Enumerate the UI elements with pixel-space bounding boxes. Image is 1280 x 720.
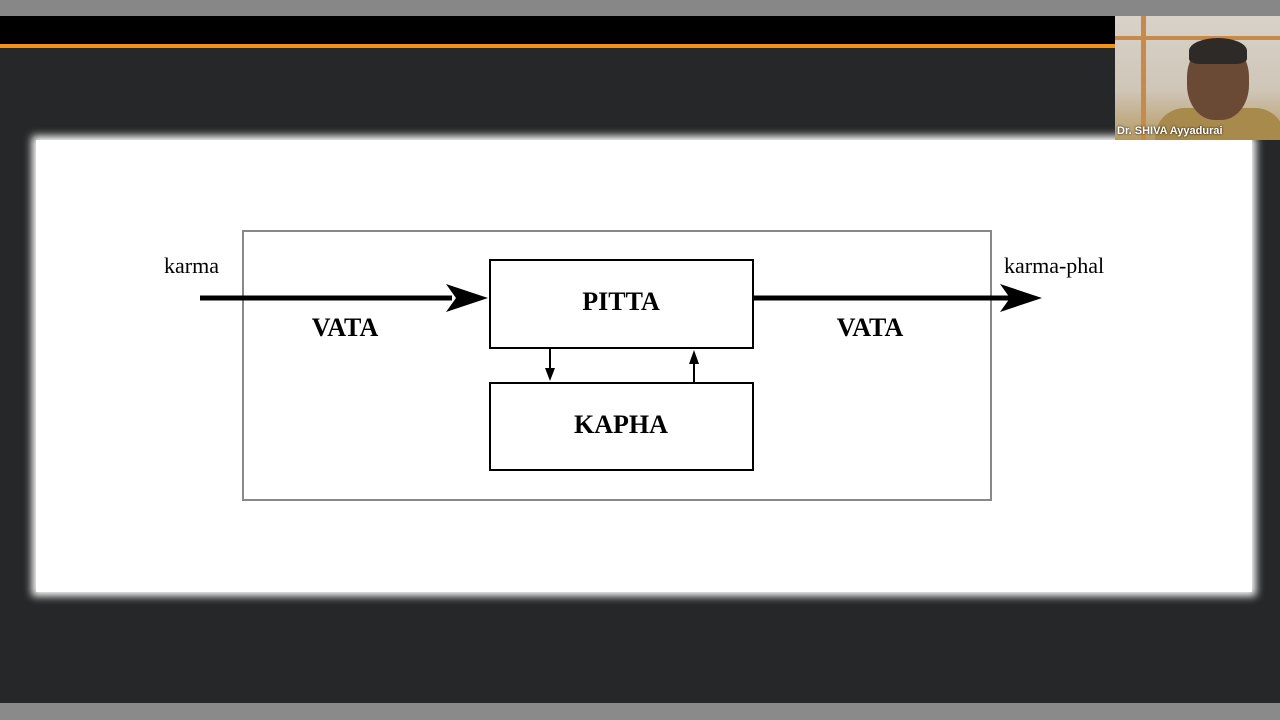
bottom-bar <box>0 703 1280 720</box>
shelf <box>1115 36 1280 40</box>
shelf-post <box>1141 16 1146 140</box>
pitta-box <box>489 259 754 349</box>
person-hair <box>1189 38 1247 64</box>
input-arrowhead <box>446 284 488 312</box>
participant-name: Dr. SHIVA Ayyadurai <box>1117 125 1223 137</box>
left-vata-label: VATA <box>312 313 379 342</box>
output-arrowhead <box>1000 284 1042 312</box>
header-bar <box>0 16 1280 45</box>
down-arrowhead <box>545 368 555 381</box>
system-boundary <box>242 230 992 501</box>
top-bar <box>0 0 1280 16</box>
up-arrowhead <box>689 350 699 364</box>
participant-video-tile[interactable]: Dr. SHIVA Ayyadurai <box>1115 16 1280 140</box>
slide <box>36 140 1252 592</box>
input-label: karma <box>164 253 219 278</box>
output-label: karma-phal <box>1004 253 1104 278</box>
right-vata-label: VATA <box>837 313 904 342</box>
kapha-box <box>489 382 754 471</box>
accent-bar <box>0 44 1115 48</box>
pitta-label: PITTA <box>582 287 660 316</box>
kapha-label: KAPHA <box>574 410 668 439</box>
